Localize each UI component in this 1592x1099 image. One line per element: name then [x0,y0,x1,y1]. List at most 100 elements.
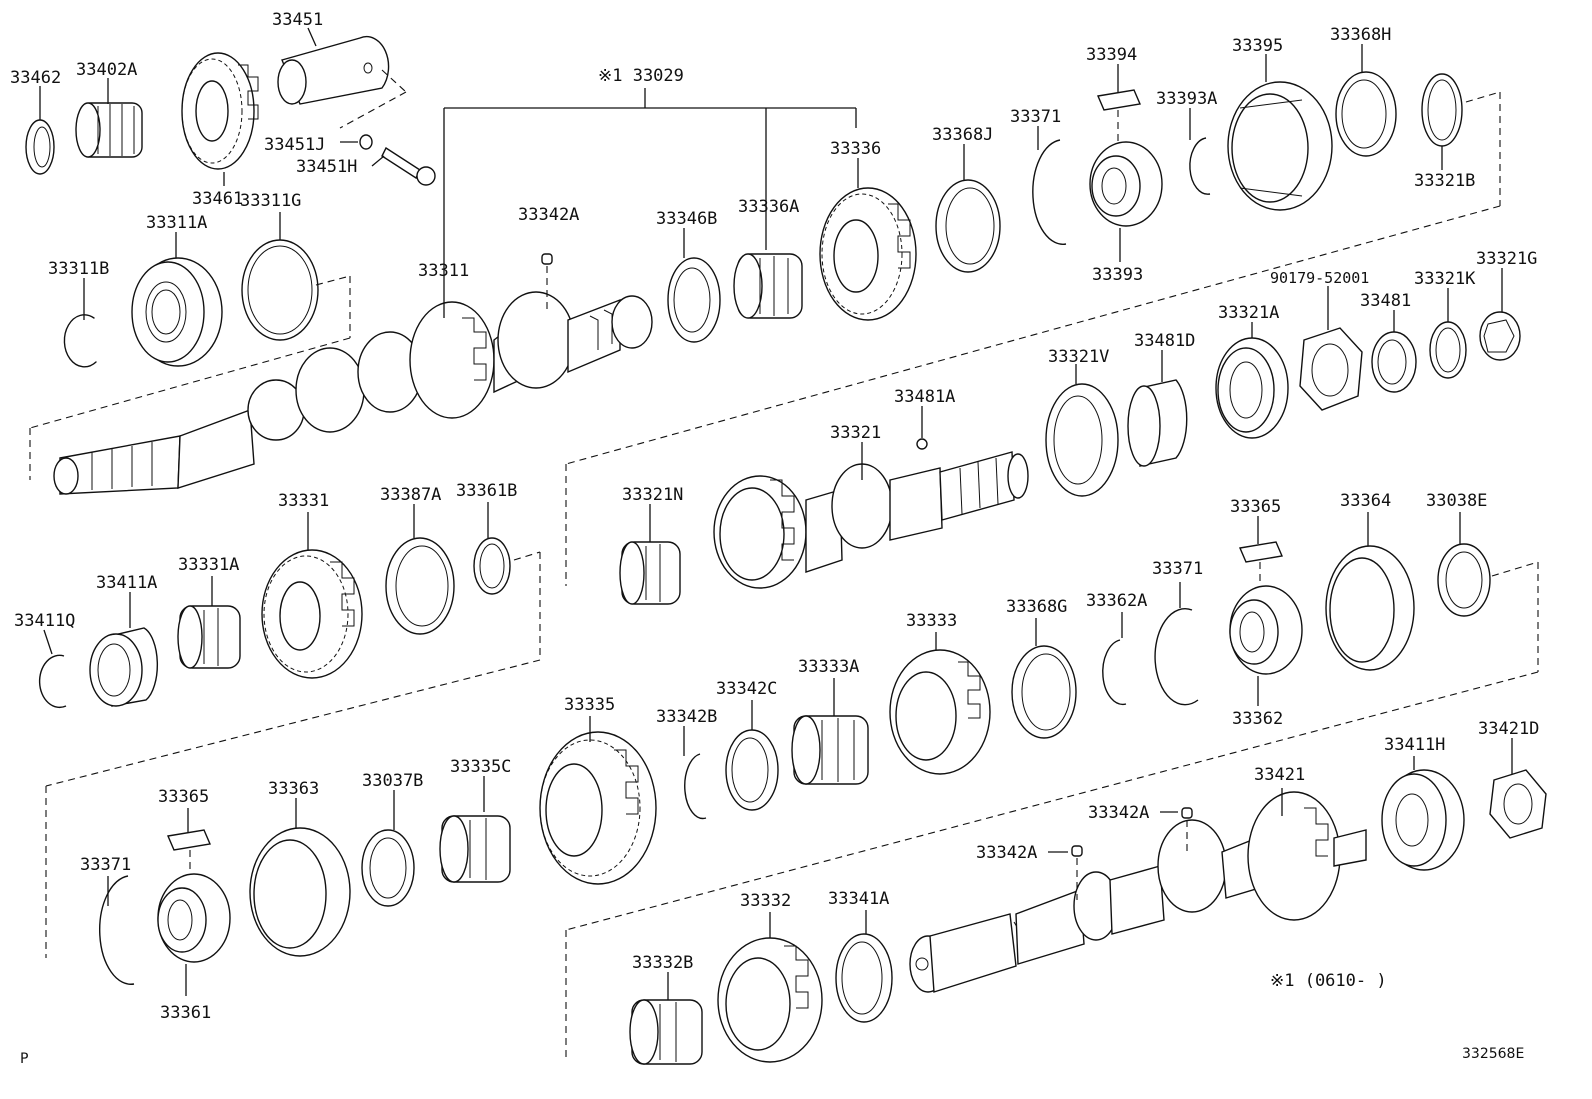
part-33335C[interactable] [439,815,511,883]
part-33333[interactable] [889,649,991,775]
part-33321B[interactable] [1421,73,1463,147]
label-33402A: 33402A [76,60,137,80]
label-33342B: 33342B [656,707,717,727]
label-33393A: 33393A [1156,89,1217,109]
part-33368J[interactable] [935,179,1001,273]
label-33321V: 33321V [1048,347,1109,367]
label-33321N: 33321N [622,485,683,505]
label-33311G: 33311G [240,191,301,211]
label-33451: 33451 [272,10,323,30]
part-33321V[interactable] [1045,383,1119,497]
label-33342C: 33342C [716,679,777,699]
part-33311B[interactable] [63,314,97,368]
label-33321A: 33321A [1218,303,1279,323]
part-33481[interactable] [1371,331,1417,393]
part-33321K[interactable] [1429,321,1467,379]
part-33321[interactable] [713,451,1029,589]
part-33462[interactable] [25,119,55,175]
part-33332B[interactable] [629,999,703,1065]
part-90179-52001[interactable] [1299,327,1363,411]
label-33481A: 33481A [894,387,955,407]
label-33342A-r2: 33342A [1088,803,1149,823]
part-33394[interactable] [1097,89,1141,111]
part-33361B[interactable] [473,537,511,595]
part-33321A[interactable] [1215,337,1289,439]
part-33364[interactable] [1325,545,1415,671]
part-33342B[interactable] [684,753,707,820]
part-33336A[interactable] [733,253,803,319]
part-33421[interactable] [909,791,1367,993]
part-33311G[interactable] [241,239,319,341]
label-33321K: 33321K [1414,269,1476,289]
part-33363[interactable] [249,827,351,957]
part-33335[interactable] [539,731,657,885]
part-33346B[interactable] [667,257,721,343]
label-33346B: 33346B [656,209,717,229]
label-33331: 33331 [278,491,329,511]
label-90179-52001: 90179-52001 [1270,269,1369,287]
part-33332[interactable] [717,937,823,1063]
label-33321G: 33321G [1476,249,1537,269]
part-33321N[interactable] [619,541,681,605]
part-33365-left[interactable] [167,829,211,851]
part-33321G[interactable] [1479,311,1521,361]
label-33029: ※1 33029 [598,66,684,86]
part-33037B[interactable] [361,829,415,907]
part-33341A[interactable] [835,933,893,1023]
part-33393[interactable] [1089,141,1163,227]
part-33368H[interactable] [1335,71,1397,157]
label-33364: 33364 [1340,491,1391,511]
label-33311B: 33311B [48,259,109,279]
part-33421D[interactable] [1489,769,1547,839]
part-33387A[interactable] [385,537,455,635]
part-33451H[interactable] [381,146,436,186]
part-33342A-r2[interactable] [1181,807,1193,819]
part-33336[interactable] [819,187,917,321]
label-33387A: 33387A [380,485,441,505]
part-33371-mid[interactable] [1154,608,1199,706]
leader-lines [39,27,1513,1000]
part-33411H[interactable] [1381,769,1465,871]
part-33368G[interactable] [1011,645,1077,739]
part-33481D[interactable] [1127,379,1188,467]
part-33311A[interactable] [131,257,223,367]
part-33365-right[interactable] [1239,541,1283,563]
label-33481: 33481 [1360,291,1411,311]
part-33371-top[interactable] [1032,139,1067,245]
part-33395[interactable] [1227,81,1333,211]
part-33411A[interactable] [89,627,159,707]
label-33421: 33421 [1254,765,1305,785]
part-33342C[interactable] [725,729,779,811]
label-33371-top: 33371 [1010,107,1061,127]
label-33395: 33395 [1232,36,1283,56]
part-33393A[interactable] [1189,137,1211,195]
footnote: ※1 (0610- ) [1270,971,1387,991]
part-33333A[interactable] [791,715,869,785]
part-33481A[interactable] [916,438,928,450]
label-33311A: 33311A [146,213,207,233]
part-33038E[interactable] [1437,543,1491,617]
label-33371-mid: 33371 [1152,559,1203,579]
label-33037B: 33037B [362,771,423,791]
part-33402A[interactable] [75,102,143,158]
label-33331A: 33331A [178,555,239,575]
part-33311[interactable] [53,291,653,495]
part-33451J[interactable] [359,134,373,150]
part-33342A-r1[interactable] [1071,845,1083,857]
part-33361[interactable] [157,873,231,963]
part-33331A[interactable] [177,605,241,669]
part-labels: 33462 33402A 33451 33451J 33451H 33461 3… [10,10,1539,1067]
label-33368J: 33368J [932,125,993,145]
label-33333: 33333 [906,611,957,631]
part-33362A[interactable] [1102,639,1127,706]
part-33362[interactable] [1229,585,1303,675]
part-33461[interactable] [181,52,259,170]
part-33451[interactable] [277,35,390,105]
part-33342A-top[interactable] [541,253,553,265]
part-33371-left[interactable] [99,875,135,985]
label-33363: 33363 [268,779,319,799]
part-33411Q[interactable] [38,654,67,709]
label-33332: 33332 [740,891,791,911]
part-33331[interactable] [261,549,363,679]
label-33368H: 33368H [1330,25,1391,45]
